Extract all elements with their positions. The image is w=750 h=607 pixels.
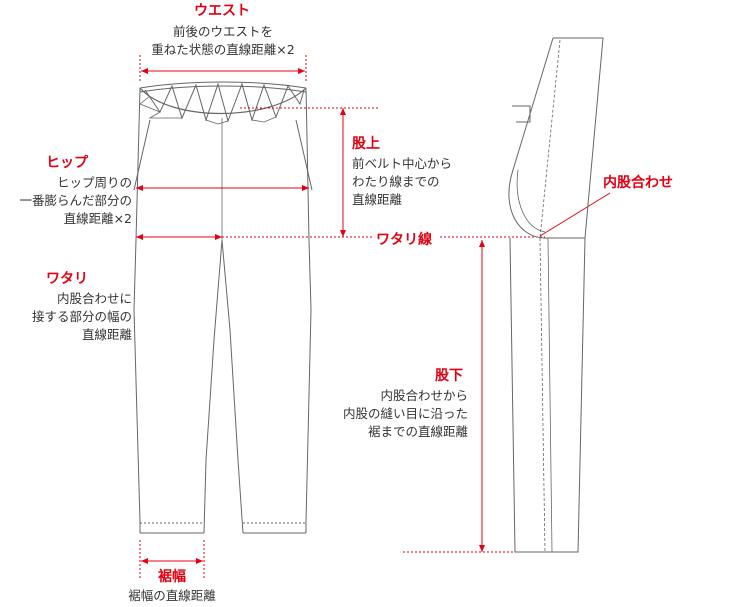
thigh-description: 内股合わせに 接する部分の幅の 直線距離 <box>31 291 132 342</box>
hem-title: 裾幅 <box>158 569 186 585</box>
front-measurement-lines <box>136 55 611 580</box>
waist-description: 前後のウエストを 重ねた状態の直線距離×2 <box>151 24 295 57</box>
rise-description: 前ベルト中心から わたり線までの 直線距離 <box>352 156 453 207</box>
rise-title: 股上 <box>352 136 380 152</box>
inseam-description: 内股合わせから 内股の縫い目に沿った 裾までの直線距離 <box>342 388 468 439</box>
hip-description: ヒップ周りの 一番膨らんだ部分の 直線距離×2 <box>19 175 132 226</box>
thigh-line-label: ワタリ線 <box>376 232 432 248</box>
waist-title: ウエスト <box>194 3 250 19</box>
pants-side-outline <box>508 37 604 553</box>
crotch-point-label: 内股合わせ <box>603 175 673 191</box>
thigh-title: ワタリ <box>46 271 88 287</box>
pants-front-outline <box>133 81 313 534</box>
hem-description: 裾幅の直線距離 <box>128 588 216 603</box>
inseam-title: 股下 <box>435 368 463 384</box>
hip-title: ヒップ <box>46 155 88 171</box>
